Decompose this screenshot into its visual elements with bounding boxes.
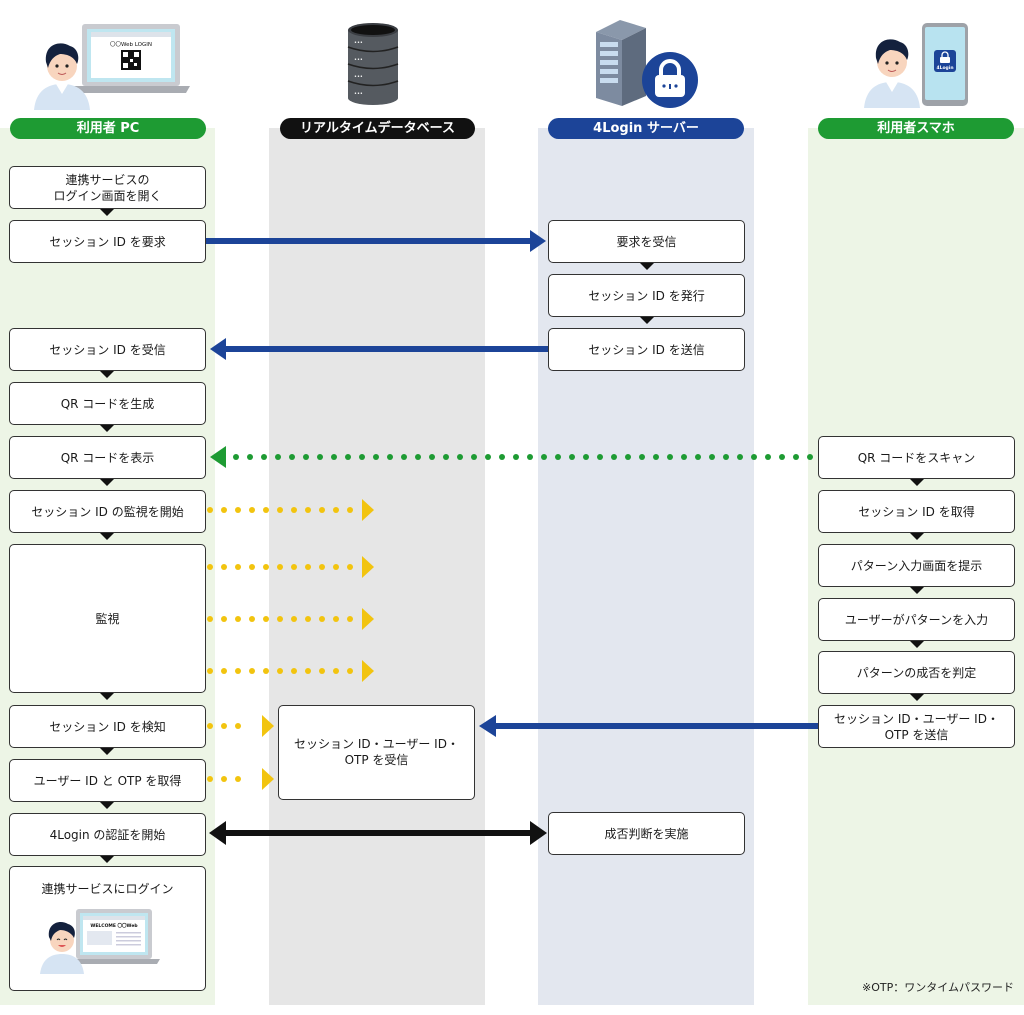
svg-text:•••: ••• — [354, 57, 363, 63]
pc-step-get-user-id-otp: ユーザー ID と OTP を取得 — [9, 759, 206, 802]
pc-step-generate-qr: QR コードを生成 — [9, 382, 206, 425]
flow-connector-icon — [100, 371, 114, 378]
flow-connector-icon — [640, 263, 654, 270]
final-screen-title: WELCOME 〇〇Web — [90, 922, 138, 929]
qr-scan-dot — [527, 454, 533, 460]
qr-scan-dot — [779, 454, 785, 460]
pc-step-display-qr: QR コードを表示 — [9, 436, 206, 479]
qr-scan-dot — [765, 454, 771, 460]
lock-icon — [642, 52, 698, 108]
lane-header-4login-server: 4Login サーバー — [548, 118, 744, 139]
monitor-dot — [235, 668, 241, 674]
laptop-icon: WELCOME 〇〇Web — [70, 909, 160, 964]
pc-step-request-session-id: セッション ID を要求 — [9, 220, 206, 263]
monitor-dot — [221, 776, 227, 782]
monitor-dot — [221, 668, 227, 674]
logged-in-user-illustration: WELCOME 〇〇Web — [40, 909, 160, 974]
monitor-dot — [249, 507, 255, 513]
pc-step-start-monitoring: セッション ID の監視を開始 — [9, 490, 206, 533]
flow-connector-icon — [640, 317, 654, 324]
smartphone-icon: 4Login — [922, 23, 968, 106]
monitor-dot — [221, 507, 227, 513]
flow-connector-icon — [100, 533, 114, 540]
phone-app-label: 4Login — [936, 65, 953, 71]
flow-connector-icon — [910, 479, 924, 486]
flow-connector-icon — [100, 479, 114, 486]
pc-step-monitoring: 監視 — [9, 544, 206, 693]
qr-scan-dot — [261, 454, 267, 460]
flow-connector-icon — [100, 209, 114, 216]
monitor-dot — [221, 616, 227, 622]
flow-connector-icon — [100, 802, 114, 809]
qr-scan-dot — [793, 454, 799, 460]
db-step-receive-ids-otp: セッション ID・ユーザー ID・ OTP を受信 — [278, 705, 475, 800]
pc-step-login-service-label: 連携サービスにログイン — [41, 882, 174, 896]
qr-scan-dot — [513, 454, 519, 460]
smiling-person-icon — [40, 921, 84, 974]
qr-scan-dot — [499, 454, 505, 460]
monitor-dot — [249, 616, 255, 622]
sp-step-verify-pattern: パターンの成否を判定 — [818, 651, 1015, 694]
server-step-receive-request: 要求を受信 — [548, 220, 745, 263]
svg-text:•••: ••• — [354, 74, 363, 80]
user-pc-illustration: 〇〇Web LOGIN — [34, 24, 190, 110]
user-smartphone-illustration: 4Login — [864, 23, 968, 108]
flow-connector-icon — [910, 694, 924, 701]
qr-scan-dot — [247, 454, 253, 460]
qr-code-icon — [121, 50, 141, 70]
lane-header-realtime-db: リアルタイムデータベース — [280, 118, 475, 139]
monitor-dot — [249, 668, 255, 674]
svg-text:•••: ••• — [354, 91, 363, 97]
monitor-dot — [221, 723, 227, 729]
sp-step-send-ids-otp: セッション ID・ユーザー ID・ OTP を送信 — [818, 705, 1015, 748]
pc-step-detect-session-id: セッション ID を検知 — [9, 705, 206, 748]
sp-step-scan-qr: QR コードをスキャン — [818, 436, 1015, 479]
server-step-issue-session-id: セッション ID を発行 — [548, 274, 745, 317]
person-icon — [864, 39, 920, 108]
arrow-get-user-id-otp — [207, 768, 274, 790]
flow-connector-icon — [100, 425, 114, 432]
flow-connector-icon — [100, 856, 114, 863]
monitor-dot — [249, 564, 255, 570]
footnote-otp: ※OTP：ワンタイムパスワード — [861, 981, 1014, 994]
monitor-dot — [235, 776, 241, 782]
pc-screen-title: 〇〇Web LOGIN — [110, 41, 152, 48]
pc-step-start-4login-auth: 4Login の認証を開始 — [9, 813, 206, 856]
monitor-dot — [235, 723, 241, 729]
sp-step-show-pattern-screen: パターン入力画面を提示 — [818, 544, 1015, 587]
monitor-dot — [235, 616, 241, 622]
qr-scan-dot — [485, 454, 491, 460]
arrow-detect-session-id — [207, 715, 274, 737]
server-illustration — [596, 20, 698, 108]
database-icon: ••• ••• ••• ••• — [347, 23, 399, 105]
lane-realtime-db — [269, 128, 485, 1005]
flow-connector-icon — [910, 533, 924, 540]
server-icon — [596, 20, 646, 106]
lane-header-user-smartphone: 利用者スマホ — [818, 118, 1014, 139]
person-icon — [34, 43, 90, 110]
sp-step-get-session-id: セッション ID を取得 — [818, 490, 1015, 533]
flow-connector-icon — [100, 748, 114, 755]
monitor-dot — [235, 507, 241, 513]
flow-connector-icon — [910, 587, 924, 594]
server-step-send-session-id: セッション ID を送信 — [548, 328, 745, 371]
pc-step-receive-session-id: セッション ID を受信 — [9, 328, 206, 371]
sp-step-user-enters-pattern: ユーザーがパターンを入力 — [818, 598, 1015, 641]
monitor-dot — [235, 564, 241, 570]
lane-header-user-pc: 利用者 PC — [10, 118, 206, 139]
laptop-icon: 〇〇Web LOGIN — [74, 24, 190, 93]
monitor-dot — [221, 564, 227, 570]
server-step-judge-result: 成否判断を実施 — [548, 812, 745, 855]
svg-text:•••: ••• — [354, 40, 363, 46]
flow-connector-icon — [910, 641, 924, 648]
database-illustration: ••• ••• ••• ••• — [347, 23, 399, 105]
flow-connector-icon — [100, 693, 114, 700]
qr-scan-dot — [233, 454, 239, 460]
pc-step-open-login: 連携サービスの ログイン画面を開く — [9, 166, 206, 209]
